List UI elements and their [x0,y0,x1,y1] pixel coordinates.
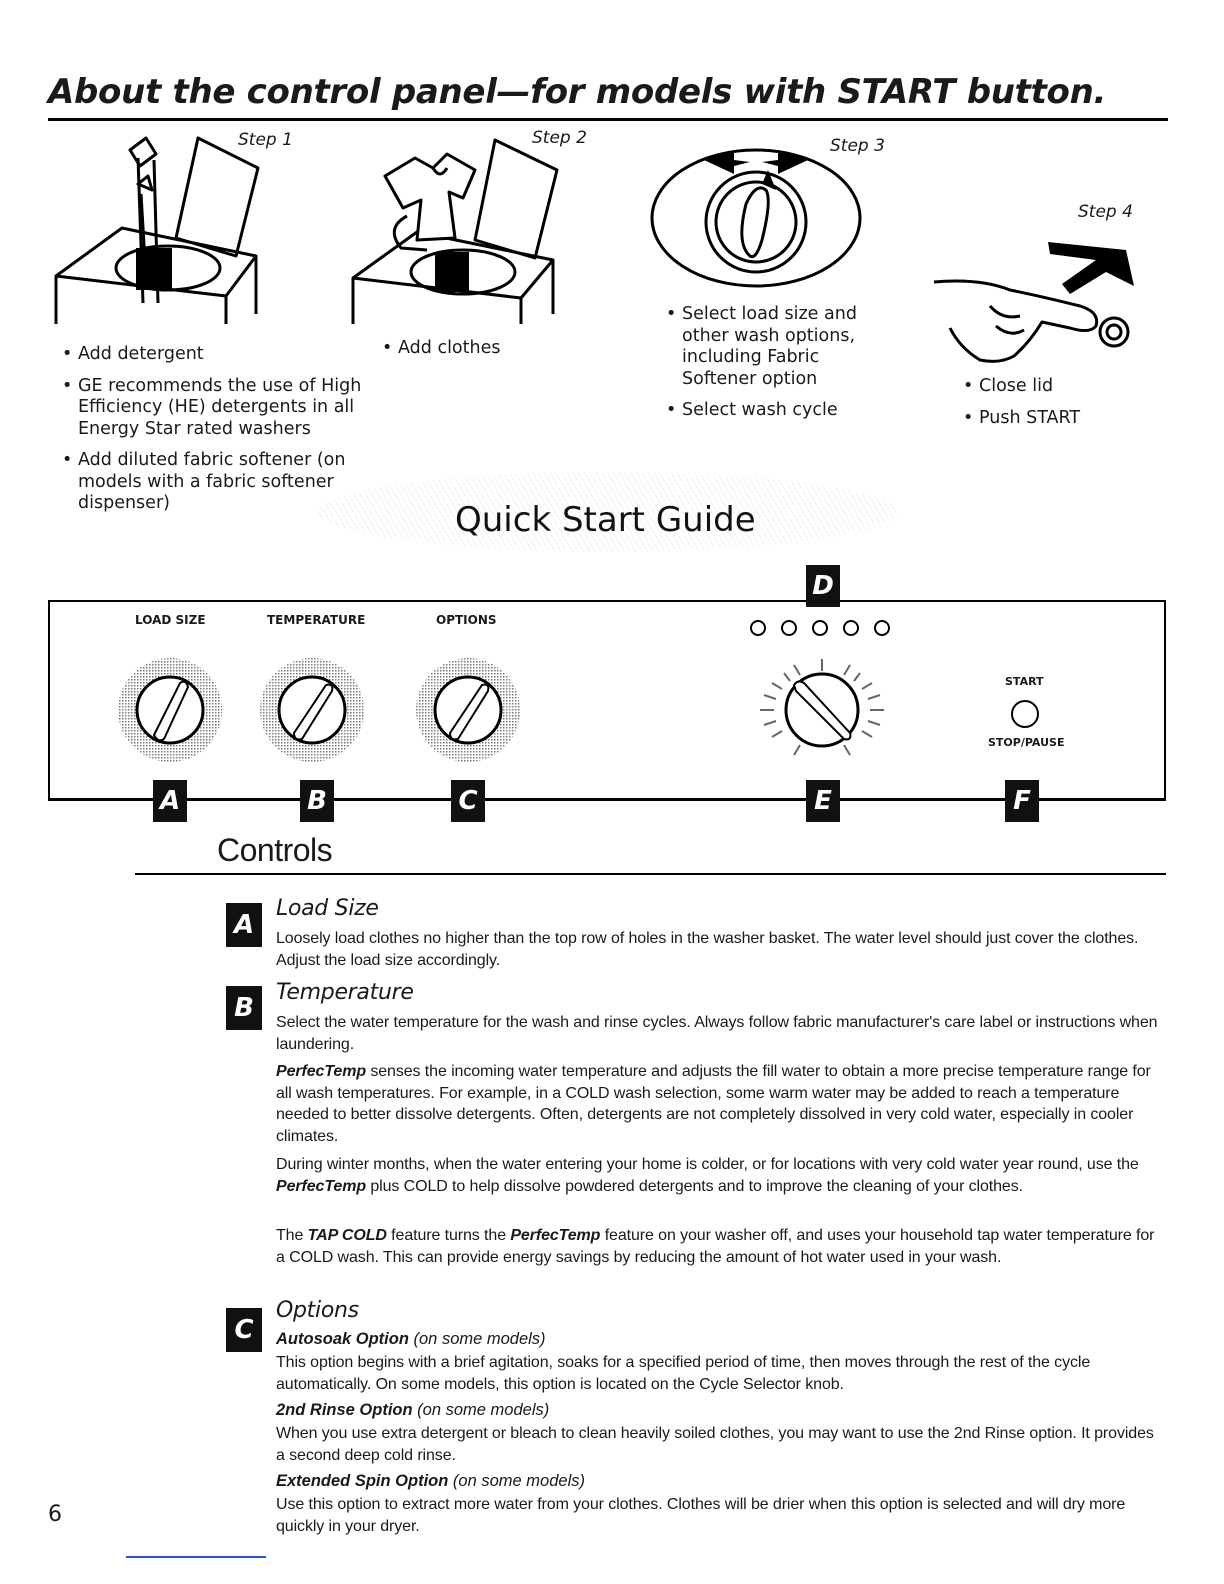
temperature-label: TEMPERATURE [267,613,366,627]
push-start-illustration [933,242,1134,363]
section-b-tag: B [226,986,262,1030]
cycle-selector-knob[interactable] [754,655,890,765]
options-title: Options [276,1298,359,1323]
panel-bottom-rule [48,799,1166,801]
tag-f: F [1005,780,1039,822]
step-2-instructions: Add clothes [382,338,582,370]
perfectemp-term: PerfecTemp [276,1177,367,1195]
quick-start-halo [318,472,898,552]
second-rinse-name: 2nd Rinse Option [276,1401,413,1419]
step-2-bullet: Add clothes [382,338,582,360]
load-size-text: Loosely load clothes no higher than the … [276,930,1139,969]
step-3-bullet: Select wash cycle [666,400,896,422]
load-size-title: Load Size [276,896,379,921]
temperature-title: Temperature [276,980,414,1005]
options-knob[interactable] [416,658,520,762]
washer-detergent-illustration [54,136,260,324]
step-4-label: Step 4 [1078,202,1133,222]
tap-cold-a: The [276,1227,308,1244]
winter-text-a: During winter months, when the water ent… [276,1156,1139,1173]
washer-clothes-illustration [351,138,559,324]
footer-line [126,1556,266,1558]
indicator-light [750,620,766,636]
tap-cold-c: feature on your washer off, and uses you… [276,1227,1155,1266]
extended-spin-note: (on some models) [448,1472,585,1490]
start-label: START [1005,675,1044,688]
title-rule [48,118,1168,121]
autosoak-text: This option begins with a brief agitatio… [276,1354,1091,1393]
temperature-knob[interactable] [260,658,364,762]
load-size-knob[interactable] [118,658,222,762]
tap-cold-text: The TAP COLD feature turns the PerfecTem… [276,1225,1166,1268]
step-1-bullet: Add diluted fabric softener (on models w… [62,450,362,515]
extended-spin-title: Extended Spin Option (on some models) [276,1472,585,1491]
extended-spin-text: Use this option to extract more water fr… [276,1496,1126,1535]
step-4-bullet: Close lid [963,376,1163,398]
second-rinse-title: 2nd Rinse Option (on some models) [276,1401,549,1420]
tag-d: D [806,565,840,607]
tag-c: C [451,780,485,822]
extended-spin-name: Extended Spin Option [276,1472,449,1490]
tag-e: E [806,780,840,822]
winter-text-b: plus COLD to help dissolve powdered dete… [366,1177,1023,1195]
step-3-bullet: Select load size and other wash options,… [666,304,896,390]
step-1-bullet: GE recommends the use of High Efficiency… [62,376,362,441]
second-rinse-note: (on some models) [412,1401,550,1419]
tap-cold-term: TAP COLD [307,1227,387,1244]
autosoak-note: (on some models) [408,1330,546,1348]
autosoak-title: Autosoak Option (on some models) [276,1330,546,1349]
step-3-label: Step 3 [830,136,885,156]
page-title: About the control panel—for models with … [48,72,1107,112]
step-3-instructions: Select load size and other wash options,… [666,304,896,432]
step-1-bullet: Add detergent [62,344,362,366]
perfectemp-term: PerfecTemp [510,1227,601,1244]
controls-heading: Controls [217,832,333,868]
indicator-light [812,620,828,636]
controls-rule [135,873,1166,875]
perfectemp-rest: senses the incoming water temperature an… [276,1063,1151,1145]
perfectemp-text: PerfecTemp senses the incoming water tem… [276,1061,1166,1147]
perfectemp-term: PerfecTemp [276,1063,367,1080]
autosoak-name: Autosoak Option [276,1330,409,1348]
indicator-light [874,620,890,636]
temperature-text: Select the water temperature for the was… [276,1014,1158,1053]
section-c-tag: C [226,1308,262,1352]
step-4-instructions: Close lid Push START [963,376,1163,439]
indicator-light [781,620,797,636]
second-rinse-text: When you use extra detergent or bleach t… [276,1425,1154,1464]
tap-cold-b: feature turns the [386,1227,511,1244]
tag-a: A [153,780,187,822]
tag-b: B [300,780,334,822]
start-stop-button[interactable] [1008,697,1042,731]
panel-knobs [118,658,520,762]
page-number: 6 [48,1502,62,1527]
step-1-label: Step 1 [238,130,293,150]
step-2-label: Step 2 [532,128,587,148]
load-size-label: LOAD SIZE [135,613,206,627]
winter-text: During winter months, when the water ent… [276,1154,1166,1197]
step-4-bullet: Push START [963,408,1163,430]
step-1-instructions: Add detergent GE recommends the use of H… [62,344,362,525]
dial-turn-illustration [650,148,862,288]
status-indicator-lights [750,620,890,636]
stop-pause-label: STOP/PAUSE [988,736,1065,749]
indicator-light [843,620,859,636]
options-label: OPTIONS [436,613,497,627]
quick-start-guide-heading: Quick Start Guide [455,500,756,540]
section-a-tag: A [226,903,262,947]
